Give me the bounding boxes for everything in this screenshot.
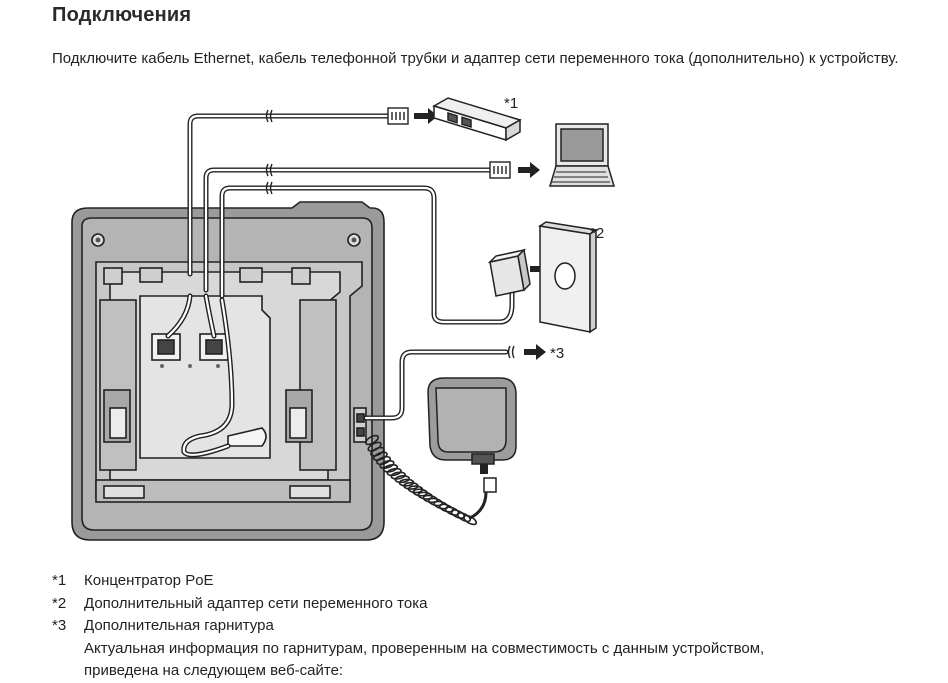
phone-base [71, 201, 385, 541]
ac-adapter-icon [487, 248, 531, 297]
intro-paragraph: Подключите кабель Ethernet, кабель телеф… [52, 50, 899, 67]
footnote-3-detail-line-1: Актуальная информация по гарнитурам, про… [84, 639, 765, 657]
footnote-3: *3 Дополнительная гарнитура [52, 615, 764, 638]
callout-2: *2 [590, 225, 604, 242]
coiled-cord [364, 434, 478, 526]
footnote-mark: *3 [52, 617, 67, 634]
footnote-2: *2 Дополнительный адаптер сети переменно… [52, 593, 764, 616]
footnote-text: Дополнительная гарнитура [84, 617, 274, 634]
callout-3: *3 [550, 345, 564, 362]
footnote-3-detail-line-2: приведена на следующем веб-сайте: [84, 662, 344, 679]
ethernet-plug-icon [387, 107, 409, 125]
laptop-icon [548, 123, 616, 187]
footnote-mark: *2 [52, 594, 67, 612]
headset-icon [427, 377, 517, 493]
wall-outlet-icon [537, 221, 599, 334]
footnote-text: Дополнительный адаптер сети переменного … [84, 594, 428, 612]
footnote-text: Концентратор PoE [84, 572, 214, 589]
footnotes: *1 Концентратор PoE *2 Дополнительный ад… [52, 570, 764, 683]
footnote-1: *1 Концентратор PoE [52, 570, 764, 593]
callout-1: *1 [504, 95, 518, 112]
page-title: Подключения [52, 4, 192, 26]
poe-hub-icon [432, 97, 522, 142]
footnote-mark: *1 [52, 572, 67, 589]
